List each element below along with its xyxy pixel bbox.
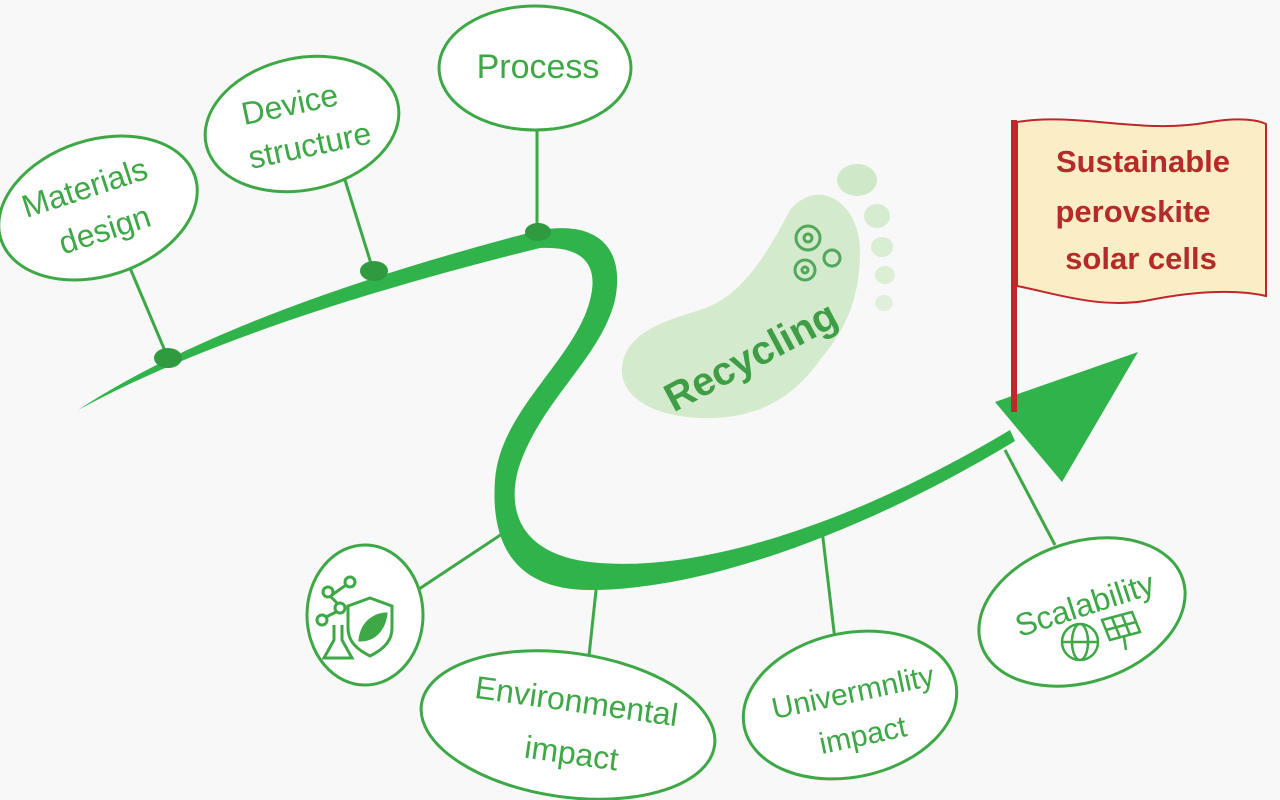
path-node-2 xyxy=(360,261,388,281)
arrow-head xyxy=(995,352,1138,482)
molecule-icon xyxy=(315,575,357,627)
toe-3 xyxy=(871,237,893,257)
footprint-sole xyxy=(621,194,860,419)
path-node-3 xyxy=(525,223,551,241)
bottom-connectors xyxy=(409,449,1057,666)
node-environmental-impact: Environmental impact xyxy=(419,649,717,800)
flag-line3: solar cells xyxy=(1065,241,1217,276)
toe-4 xyxy=(875,266,895,284)
top-connectors xyxy=(128,130,539,359)
flask-icon xyxy=(321,625,355,660)
toe-1 xyxy=(837,164,877,196)
solar-panel-icon xyxy=(1100,610,1142,651)
path-tail xyxy=(78,228,1015,590)
toe-2 xyxy=(864,204,890,228)
gears-icon xyxy=(793,224,842,282)
toe-5 xyxy=(875,295,893,311)
node-univermnlity-impact: Univermnlity impact xyxy=(741,629,959,781)
flag-line2: perovskite xyxy=(1055,194,1210,229)
globe-icon xyxy=(1060,622,1100,662)
path-node-1 xyxy=(154,348,182,368)
roadmap-path xyxy=(78,223,1138,590)
recycling-footprint: Recycling xyxy=(621,164,895,421)
node-process: Process xyxy=(437,4,633,132)
node-device-structure: Device structure xyxy=(203,54,401,194)
process-label: Process xyxy=(477,48,600,86)
node-scalability: Scalability xyxy=(977,536,1187,688)
node-materials-design: Materials design xyxy=(0,134,199,282)
shield-leaf-icon xyxy=(346,596,394,658)
node-icon-cluster xyxy=(305,543,425,687)
flag-banner xyxy=(1016,118,1267,304)
flag-line1: Sustainable xyxy=(1056,144,1230,179)
goal-flag: Sustainable perovskite solar cells xyxy=(1011,118,1267,412)
